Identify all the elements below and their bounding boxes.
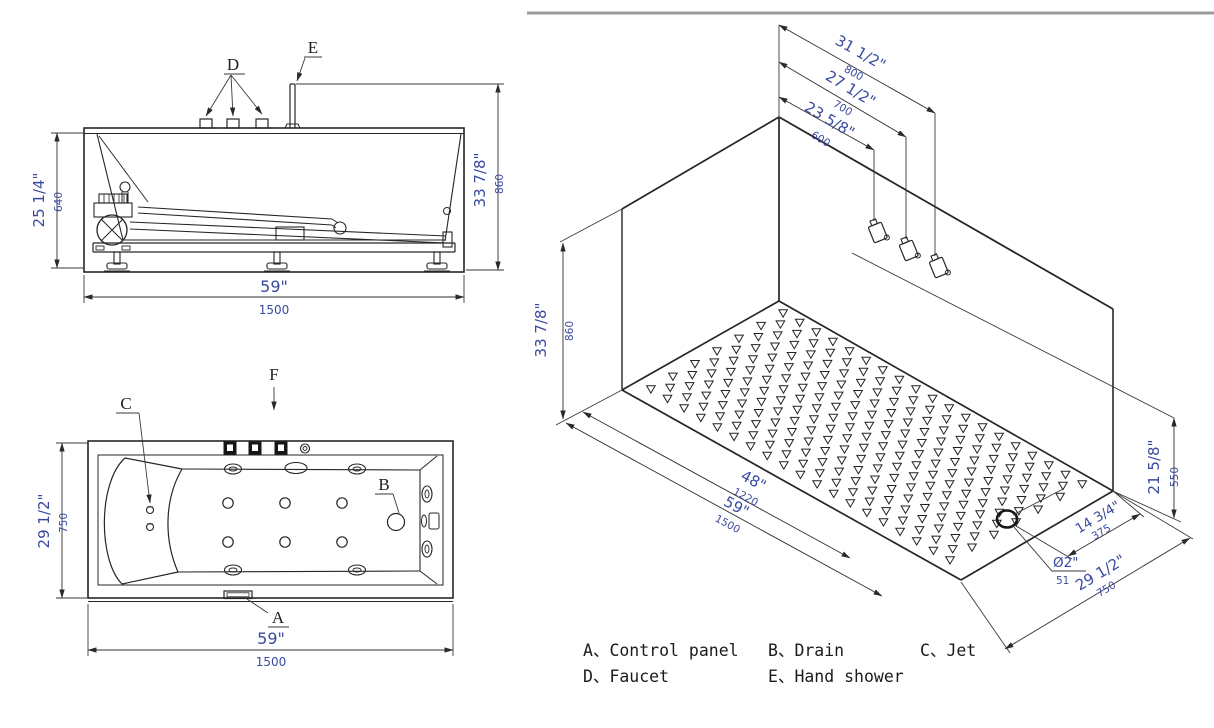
wall-jets (223, 461, 440, 576)
iso-faucet-near-mm: 600 (809, 129, 832, 150)
front-tub-outline (83, 127, 465, 273)
iso-depth-in: 21 5/8" (1145, 440, 1163, 495)
front-length-in: 59" (260, 277, 288, 296)
legend-item-faucet: D、Faucet (583, 667, 669, 686)
front-height-inner-in: 25 1/4" (30, 173, 48, 228)
isometric-view: 31 1/2" 800 27 1/2" 700 23 5/8" 600 33 7… (527, 11, 1214, 654)
legend: A、Control panel B、Drain C、Jet D、Faucet E… (583, 641, 976, 686)
label-f: F (269, 365, 278, 384)
plan-width-mm: 750 (58, 513, 70, 533)
iso-height-mm: 860 (564, 321, 576, 341)
iso-drain-dia-in: Ø2" (1053, 555, 1078, 571)
front-part-labels: D E (205, 38, 322, 117)
hand-shower-pipe-front (284, 83, 301, 129)
front-pipes (129, 206, 453, 248)
iso-drain-dia-mm: 51 (1056, 575, 1069, 587)
plan-part-labels: C F B A (116, 365, 400, 628)
legend-item-hand-shower: E、Hand shower (768, 667, 904, 686)
neck-jets (145, 505, 155, 532)
plan-tub-outline (87, 440, 454, 603)
iso-dim-drain-offset: 14 3/4" 375 (1015, 490, 1145, 560)
plan-dim-width: 29 1/2" 750 (35, 442, 88, 599)
label-d: D (227, 55, 239, 74)
iso-tub-walls (621, 116, 1114, 491)
iso-dim-width: 29 1/2" 750 (960, 492, 1194, 654)
front-base-frame (92, 242, 456, 253)
iso-faucet-fixtures (867, 113, 951, 279)
iso-floor-edges (621, 300, 1114, 581)
front-elevation-view: D E 25 1/4" 640 33 7/8" 860 (30, 38, 506, 317)
control-panel-plan (223, 590, 253, 600)
front-dim-length: 59" 1500 (83, 275, 465, 317)
plan-dim-length: 59" 1500 (87, 604, 454, 669)
front-height-total-in: 33 7/8" (471, 153, 489, 208)
front-pump-assembly (93, 181, 133, 251)
plan-length-mm: 1500 (256, 655, 287, 669)
drain-plan (386, 512, 406, 532)
front-dim-height-inner: 25 1/4" 640 (30, 132, 84, 269)
legend-item-jet: C、Jet (920, 641, 976, 660)
floor-jets (222, 497, 348, 548)
iso-drain (995, 488, 1064, 529)
label-e: E (308, 38, 318, 57)
iso-dim-height: 33 7/8" 860 (532, 208, 623, 426)
headrest (103, 457, 183, 585)
plan-length-in: 59" (257, 629, 285, 648)
faucet-fittings-front (199, 118, 269, 129)
iso-dim-depth: 21 5/8" 550 (851, 252, 1182, 523)
front-length-mm: 1500 (259, 303, 290, 317)
deck-faucet-controls (223, 441, 311, 455)
label-a: A (272, 608, 285, 627)
iso-faucet-far-in: 31 1/2" (832, 31, 889, 74)
front-dim-height-total: 33 7/8" 860 (296, 83, 506, 271)
front-height-inner-mm: 640 (53, 192, 65, 212)
legend-item-control-panel: A、Control panel (583, 641, 739, 660)
legend-item-drain: B、Drain (768, 641, 844, 660)
iso-height-in: 33 7/8" (532, 303, 550, 358)
front-height-total-mm: 860 (494, 174, 506, 194)
plan-width-in: 29 1/2" (35, 494, 53, 549)
plan-view: C F B A 29 1/2" 750 59" 1500 (35, 365, 454, 669)
iso-depth-mm: 550 (1169, 467, 1181, 487)
iso-dim-lengths: 48" 1220 59" 1500 (565, 411, 883, 597)
anti-slip-triangle-pattern (645, 309, 1088, 565)
label-b: B (378, 475, 389, 494)
front-feet (104, 251, 450, 272)
label-c: C (120, 394, 131, 413)
